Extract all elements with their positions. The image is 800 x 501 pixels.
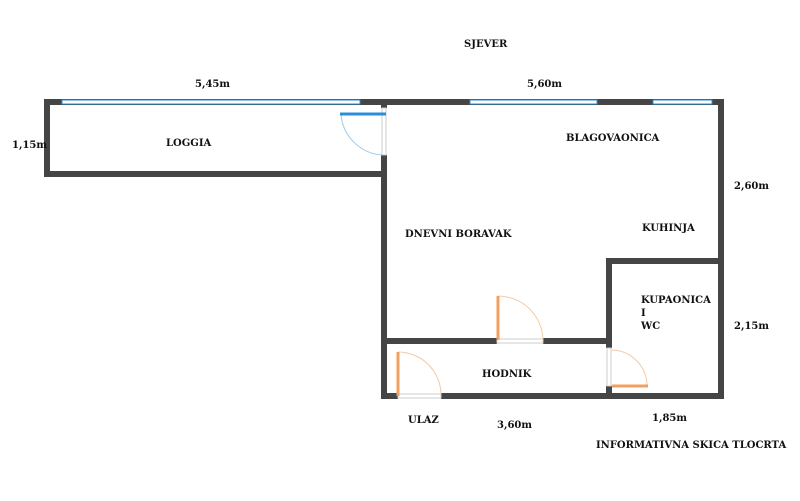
inner-wall-lower xyxy=(381,155,387,399)
bottom-wall-left xyxy=(381,393,398,399)
entrance-door[interactable] xyxy=(396,351,442,396)
room-label-dining: BLAGOVAONICA xyxy=(566,133,660,144)
hallway-top-wall-left xyxy=(381,338,497,344)
main-width-dimension: 5,60m xyxy=(527,79,562,90)
windows xyxy=(61,99,713,105)
loggia-window xyxy=(61,99,361,105)
hallway-top-wall-right xyxy=(543,338,612,344)
right-upper-dimension: 2,60m xyxy=(734,181,769,192)
loggia-door[interactable] xyxy=(340,112,386,156)
caption: INFORMATIVNA SKICA TLOCRTA xyxy=(596,440,787,451)
bottom-wall-right xyxy=(441,393,724,399)
right-lower-dimension: 2,15m xyxy=(734,321,769,332)
room-label-bathroom-2: I xyxy=(641,308,646,319)
loggia-width-dimension: 5,45m xyxy=(195,79,230,90)
bathroom-left-wall-top xyxy=(606,258,612,348)
dining-window-1 xyxy=(469,99,598,105)
inner-wall-upper xyxy=(381,99,387,108)
hall-width-dimension: 3,60m xyxy=(497,420,532,431)
bath-width-dimension: 1,85m xyxy=(652,413,687,424)
room-label-living: DNEVNI BORAVAK xyxy=(405,229,512,240)
living-room-door[interactable] xyxy=(496,295,544,341)
room-label-loggia: LOGGIA xyxy=(166,138,212,149)
bathroom-top-wall xyxy=(606,258,724,264)
room-label-entrance: ULAZ xyxy=(408,415,439,426)
north-label: SJEVER xyxy=(464,39,508,50)
door-openings xyxy=(381,107,612,399)
room-label-bathroom-1: KUPAONICA xyxy=(641,295,711,306)
room-label-bathroom-3: WC xyxy=(641,321,661,332)
loggia-depth-dimension: 1,15m xyxy=(12,140,47,151)
loggia-bottom-wall xyxy=(44,171,386,177)
room-label-hallway: HODNIK xyxy=(482,369,532,380)
room-label-kitchen: KUHINJA xyxy=(642,223,695,234)
bathroom-door[interactable] xyxy=(611,349,648,388)
loggia-left-wall xyxy=(44,99,50,177)
main-right-wall xyxy=(718,99,724,399)
dining-window-2 xyxy=(652,99,713,105)
bathroom-left-wall-bottom xyxy=(606,386,612,399)
